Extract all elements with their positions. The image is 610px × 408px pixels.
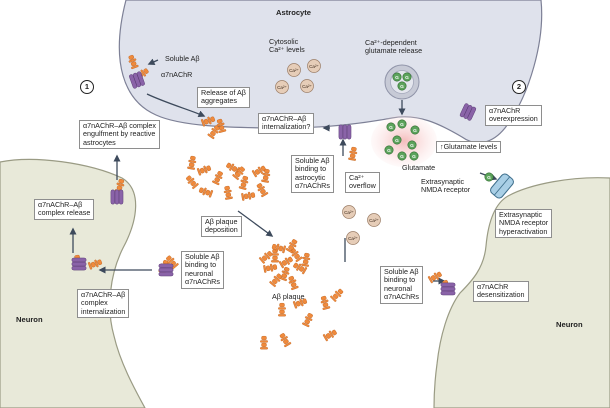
amyloid-beta-icon: [347, 146, 359, 162]
amyloid-beta-icon: [278, 255, 295, 269]
amyloid-beta-icon: [286, 275, 299, 291]
label-a7-internalization: α7nAChR–Aβ internalization?: [258, 113, 315, 134]
amyloid-beta-icon: [301, 311, 315, 328]
label-soluble-binding-neuronal-right: Soluble Aβ binding to neuronal α7nAChRs: [380, 266, 423, 304]
svg-text:G: G: [389, 125, 393, 131]
a7nachr-receptor-icon: [71, 257, 87, 271]
amyloid-beta-icon: [319, 295, 331, 311]
neuron-left-cell: [0, 158, 146, 408]
svg-text:G: G: [400, 154, 404, 160]
svg-text:G: G: [387, 148, 391, 154]
svg-text:G: G: [412, 154, 416, 160]
amyloid-beta-icon: [184, 174, 200, 190]
amyloid-beta-icon: [198, 185, 214, 198]
label-complex-internalization: α7nAChR–Aβ complex internalization: [77, 289, 130, 319]
a7nachr-receptor-icon: [338, 124, 352, 140]
calcium-ion-icon: Ca²⁺: [275, 80, 289, 94]
svg-text:Ca²⁺: Ca²⁺: [277, 85, 287, 90]
svg-text:G: G: [405, 75, 409, 81]
label-neuron-left: Neuron: [16, 315, 43, 324]
step-marker-1: 1: [80, 80, 94, 94]
svg-text:G: G: [410, 143, 414, 149]
label-release-ab: Release of Aβ aggregates: [197, 87, 250, 108]
glutamate-molecule-icon: G: [484, 172, 494, 182]
arrow-soluble-to-receptor: [147, 58, 159, 65]
glutamate-molecule-icon: G: [392, 135, 402, 145]
a7nachr-receptor-icon: [158, 263, 174, 277]
svg-text:G: G: [400, 84, 404, 90]
glutamate-molecule-icon: G: [397, 119, 407, 129]
glutamate-molecule-icon: G: [402, 72, 412, 82]
svg-text:G: G: [395, 138, 399, 144]
a7nachr-receptor-icon: [110, 189, 124, 205]
label-a7nachr: α7nAChR: [161, 70, 193, 79]
label-neuron-right: Neuron: [556, 320, 583, 329]
svg-text:Ca²⁺: Ca²⁺: [309, 64, 319, 69]
glutamate-molecule-icon: G: [384, 145, 394, 155]
calcium-ion-icon: Ca²⁺: [307, 59, 321, 73]
glutamate-molecule-icon: G: [409, 151, 419, 161]
glutamate-molecule-icon: G: [397, 81, 407, 91]
amyloid-beta-icon: [268, 272, 284, 288]
svg-text:G: G: [400, 122, 404, 128]
svg-text:Ca²⁺: Ca²⁺: [344, 210, 354, 215]
label-a7-overexpression: α7nAChR overexpression: [485, 105, 542, 126]
amyloid-beta-icon: [240, 190, 256, 202]
svg-text:G: G: [487, 175, 491, 181]
label-a7-desensitization: α7nAChR desensitization: [473, 281, 529, 302]
amyloid-beta-icon: [255, 181, 269, 198]
svg-text:Ca²⁺: Ca²⁺: [289, 68, 299, 73]
glutamate-molecule-icon: G: [386, 122, 396, 132]
amyloid-beta-icon: [277, 302, 287, 317]
amyloid-beta-icon: [278, 331, 292, 348]
nmda-receptor-icon: [490, 173, 514, 199]
label-nmda-hyperactivation: Extrasynaptic NMDA receptor hyperactivat…: [495, 209, 553, 239]
arrow-plaque-deposition: [237, 210, 274, 237]
label-complex-engulfment: α7nAChR–Aβ complex engulfment by reactiv…: [79, 120, 161, 150]
svg-text:Ca²⁺: Ca²⁺: [369, 218, 379, 223]
amyloid-beta-icon: [285, 237, 299, 254]
label-cytosolic-ca: Cytosolic Ca²⁺ levels: [269, 37, 305, 55]
astrocyte-title: Astrocyte: [276, 8, 312, 17]
label-soluble-binding-neuronal-left: Soluble Aβ binding to neuronal α7nAChRs: [181, 251, 224, 289]
label-plaque-deposition: Aβ plaque deposition: [201, 216, 242, 237]
calcium-ion-icon: Ca²⁺: [342, 205, 356, 219]
label-ca-glutamate-release: Ca²⁺-dependent glutamate release: [365, 38, 423, 56]
label-extrasynaptic-nmda: Extrasynaptic NMDA receptor: [421, 177, 471, 195]
a7nachr-receptor-icon: [440, 282, 456, 296]
amyloid-beta-icon: [322, 328, 339, 342]
amyloid-beta-icon: [329, 287, 345, 303]
glutamate-molecule-icon: G: [392, 72, 402, 82]
label-glutamate: Glutamate: [402, 163, 436, 172]
svg-text:G: G: [395, 75, 399, 81]
amyloid-beta-icon: [196, 163, 212, 176]
label-soluble-binding-astro: Soluble Aβ binding to astrocytic α7nAChR…: [291, 155, 334, 193]
amyloid-beta-icon: [300, 252, 312, 268]
label-ab-plaque: Aβ plaque: [272, 292, 305, 301]
calcium-ion-icon: Ca²⁺: [367, 213, 381, 227]
amyloid-beta-icon: [222, 185, 234, 201]
svg-text:G: G: [413, 128, 417, 134]
svg-text:Ca²⁺: Ca²⁺: [302, 84, 312, 89]
step-marker-2: 2: [512, 80, 526, 94]
glutamate-molecule-icon: G: [407, 140, 417, 150]
amyloid-beta-icon: [262, 262, 278, 274]
label-complex-release: α7nAChR–Aβ complex release: [34, 199, 95, 220]
amyloid-beta-icon: [211, 169, 225, 186]
glutamate-molecule-icon: G: [397, 151, 407, 161]
svg-text:Ca²⁺: Ca²⁺: [348, 236, 358, 241]
amyloid-beta-icon: [186, 155, 198, 171]
glutamate-molecule-icon: G: [410, 125, 420, 135]
label-soluble-ab: Soluble Aβ: [165, 54, 200, 63]
calcium-ion-icon: Ca²⁺: [346, 231, 360, 245]
amyloid-beta-icon: [238, 175, 250, 191]
label-ca-overflow: Ca²⁺ overflow: [345, 172, 380, 193]
calcium-ion-icon: Ca²⁺: [287, 63, 301, 77]
arrow-receptor-to-release: [146, 93, 206, 118]
calcium-ion-icon: Ca²⁺: [300, 79, 314, 93]
label-glutamate-levels: ↑Glutamate levels: [436, 141, 502, 154]
amyloid-beta-icon: [259, 335, 269, 350]
